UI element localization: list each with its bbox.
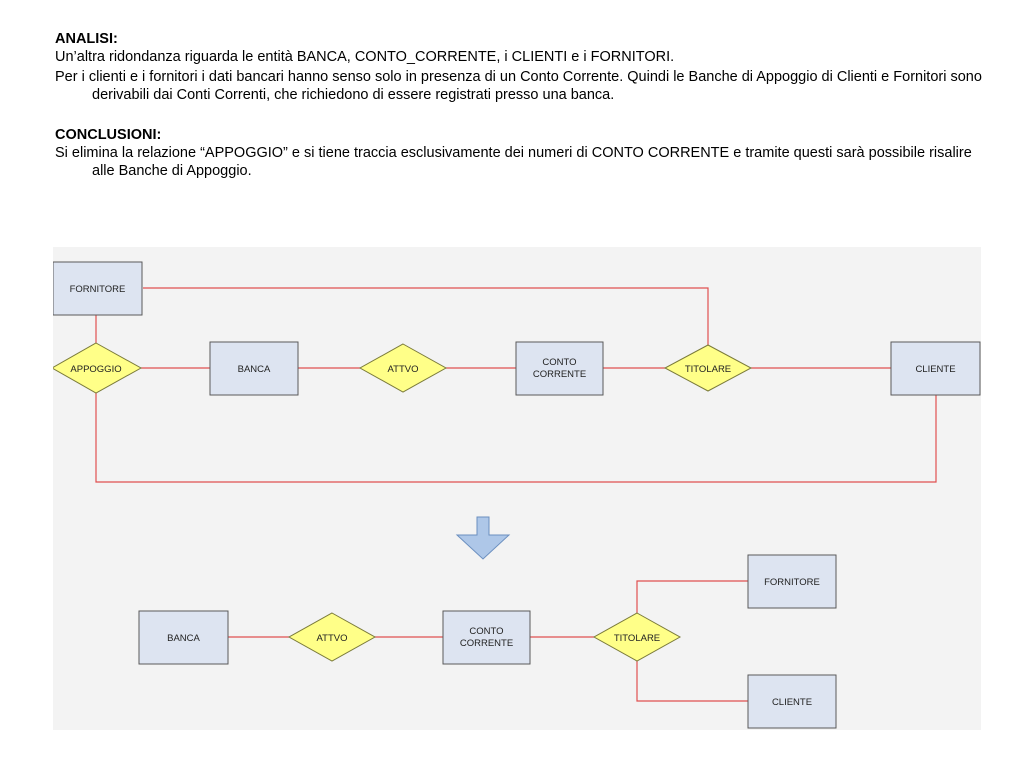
entity-cliente-label: CLIENTE xyxy=(915,364,955,375)
entity-conto-corrente: CONTO CORRENTE xyxy=(515,341,604,396)
text-block: ANALISI: Un’altra ridondanza riguarda le… xyxy=(55,30,995,182)
link-fornitore-titolare xyxy=(143,287,709,345)
analysis-line-2: Per i clienti e i fornitori i dati banca… xyxy=(55,69,982,103)
after-entity-conto-label-2: CORRENTE xyxy=(460,638,513,649)
after-links xyxy=(228,580,748,702)
after-relation-titolare-label: TITOLARE xyxy=(614,633,660,644)
entity-fornitore: FORNITORE xyxy=(53,261,143,316)
down-arrow-icon xyxy=(455,516,511,560)
entity-banca: BANCA xyxy=(209,341,299,396)
analysis-title: ANALISI: xyxy=(55,31,118,47)
after-entity-cliente: CLIENTE xyxy=(747,674,837,729)
relation-attvo: ATTVO xyxy=(358,343,448,393)
conclusions-title: CONCLUSIONI: xyxy=(55,127,162,143)
after-entity-conto-label-1: CONTO xyxy=(469,626,503,637)
after-entity-fornitore: FORNITORE xyxy=(747,554,837,609)
after-relation-titolare: TITOLARE xyxy=(592,612,682,662)
relation-attvo-label: ATTVO xyxy=(388,364,419,375)
after-link-titolare-fornitore xyxy=(636,580,748,613)
relation-titolare-label: TITOLARE xyxy=(685,364,731,375)
after-entity-conto-corrente: CONTO CORRENTE xyxy=(442,610,531,665)
after-link-titolare-cliente xyxy=(636,661,748,702)
diagram-area: FORNITORE BANCA CONTO CORRENTE CLIENTE A… xyxy=(53,247,981,730)
after-entity-banca-label: BANCA xyxy=(167,633,200,644)
relation-titolare: TITOLARE xyxy=(663,344,753,392)
after-entity-fornitore-label: FORNITORE xyxy=(764,577,820,588)
after-entity-banca: BANCA xyxy=(138,610,229,665)
entity-conto-label-2: CORRENTE xyxy=(533,369,586,380)
entity-fornitore-label: FORNITORE xyxy=(70,284,126,295)
entity-banca-label: BANCA xyxy=(238,364,271,375)
analysis-line-1: Un’altra ridondanza riguarda le entità B… xyxy=(55,49,675,65)
er-diagram: FORNITORE BANCA CONTO CORRENTE CLIENTE A… xyxy=(53,261,981,729)
entity-cliente: CLIENTE xyxy=(890,341,981,396)
before-links xyxy=(95,287,937,483)
relation-appoggio-label: APPOGGIO xyxy=(70,364,121,375)
entity-conto-label-1: CONTO xyxy=(542,357,576,368)
after-relation-attvo-label: ATTVO xyxy=(317,633,348,644)
relation-appoggio: APPOGGIO xyxy=(53,342,143,394)
after-relation-attvo: ATTVO xyxy=(287,612,377,662)
conclusions-line-1: Si elimina la relazione “APPOGGIO” e si … xyxy=(55,145,972,179)
after-entity-cliente-label: CLIENTE xyxy=(772,697,812,708)
link-appoggio-cliente xyxy=(95,393,937,483)
